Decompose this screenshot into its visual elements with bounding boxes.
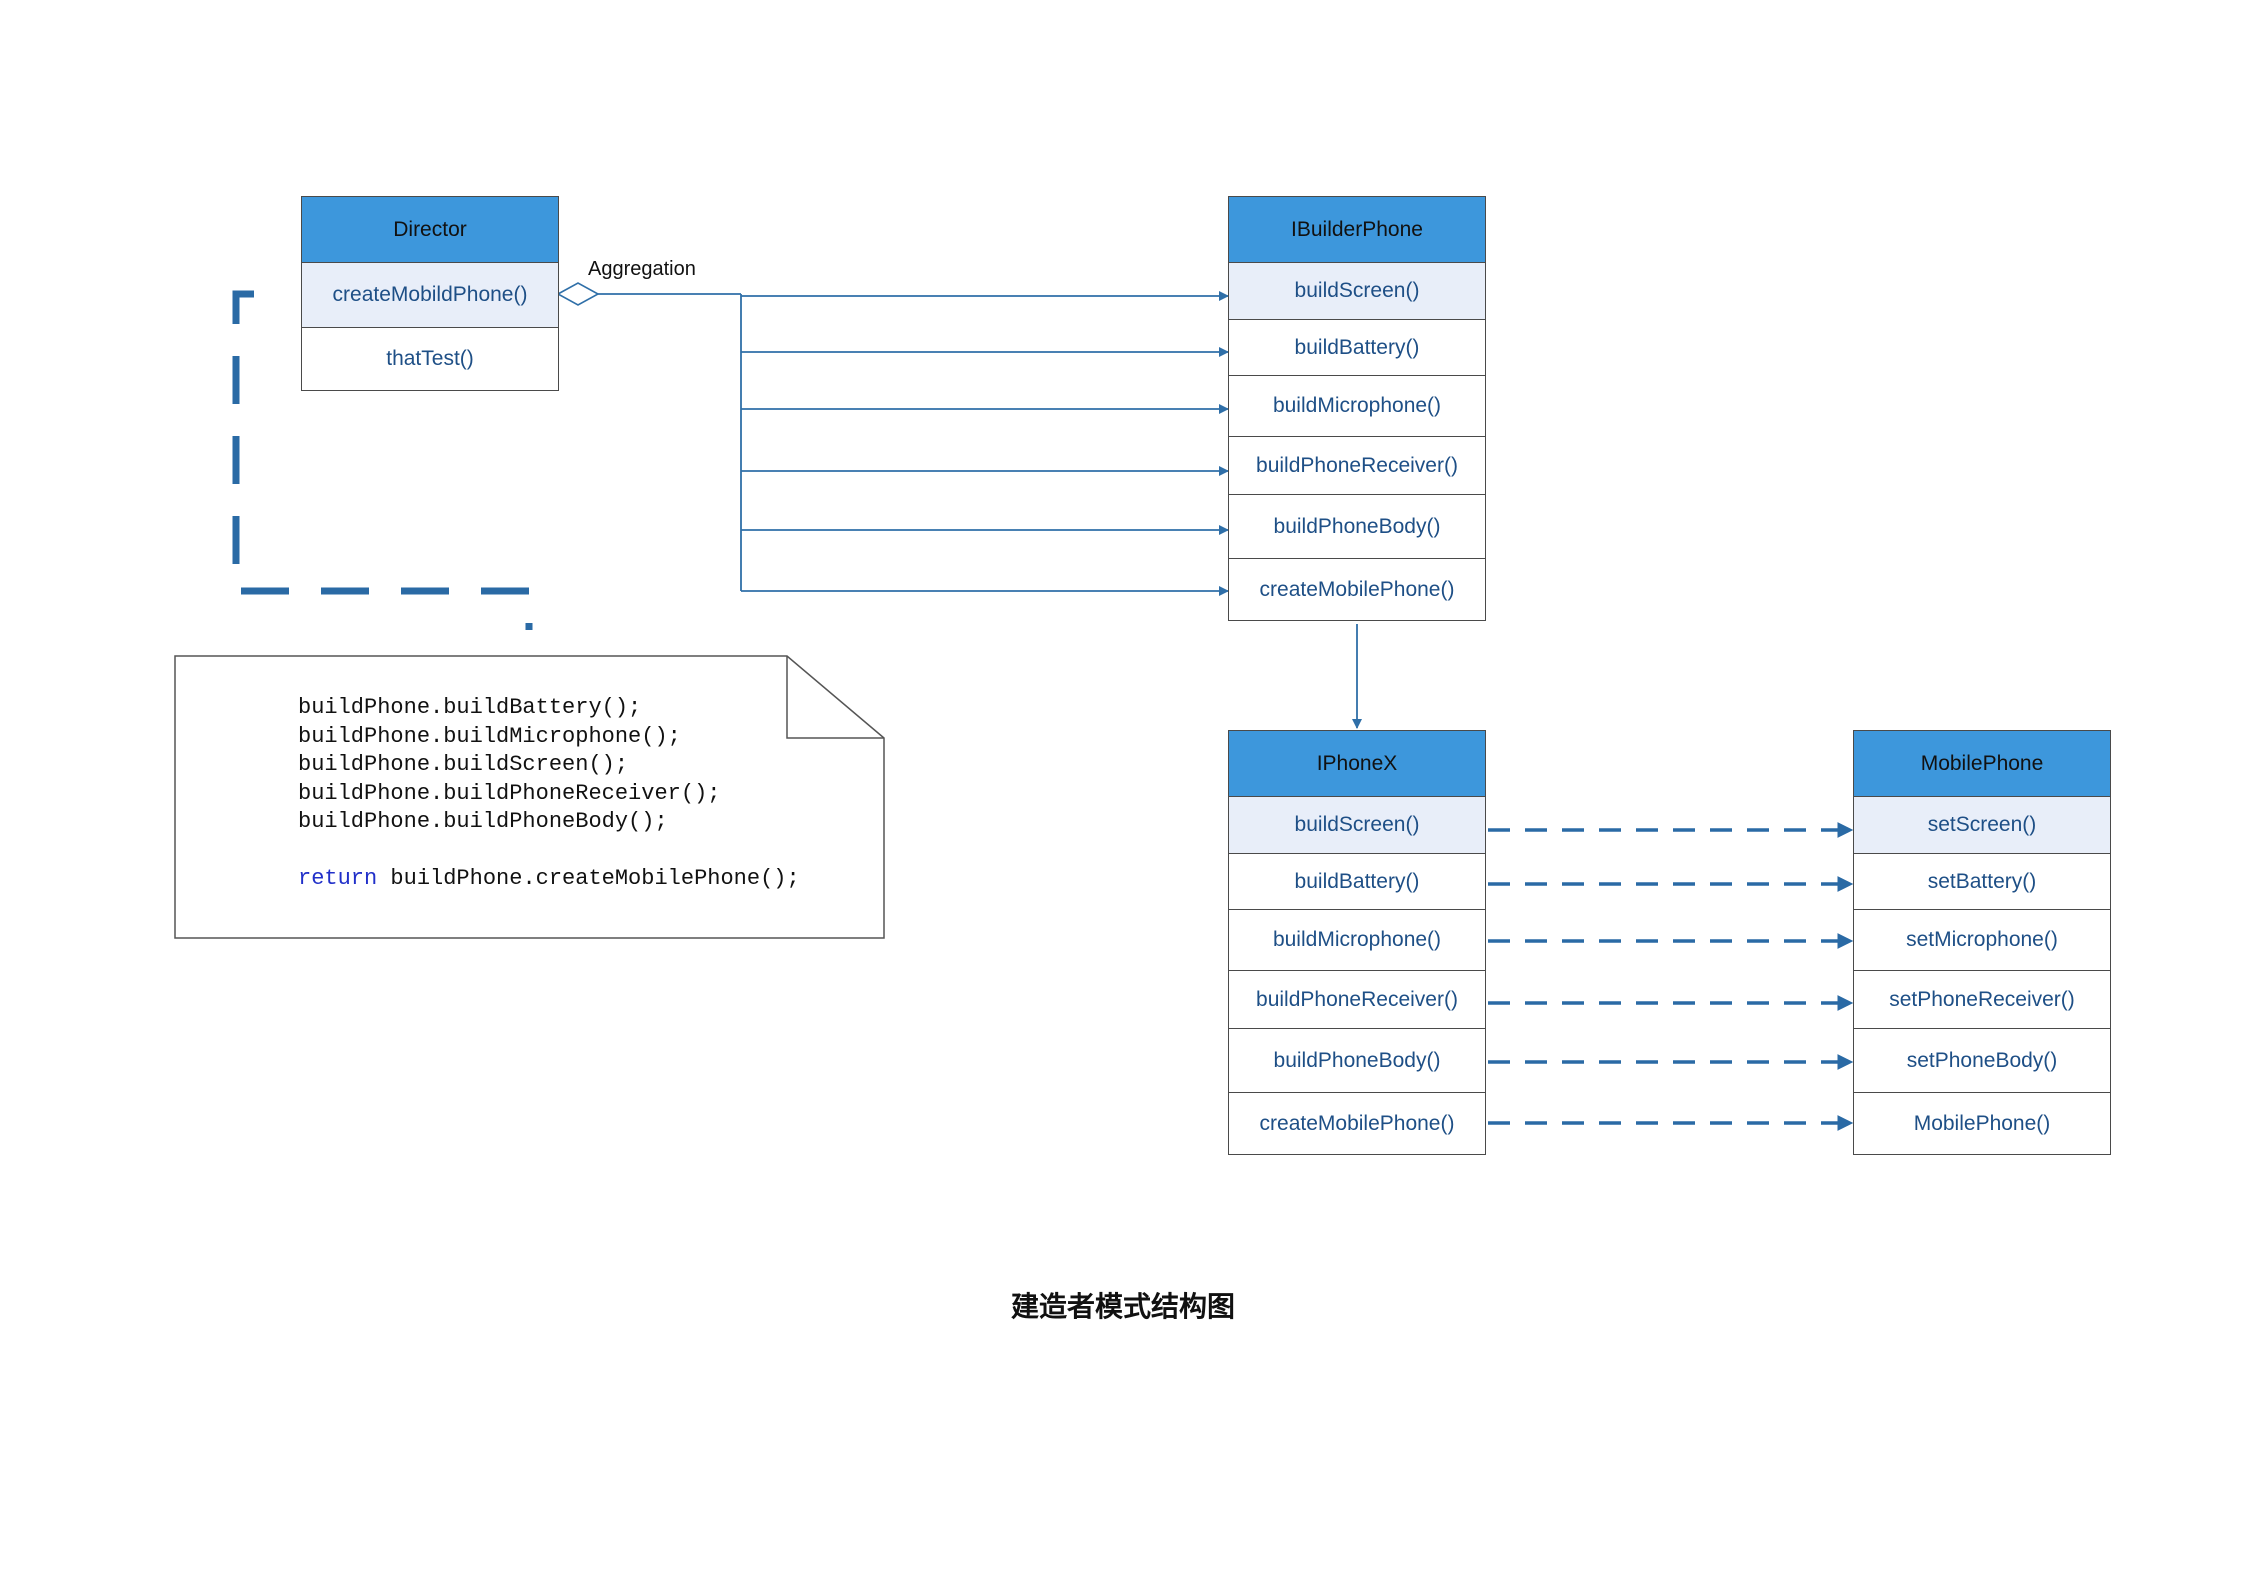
class-ibuilderphone-method: createMobilePhone() bbox=[1259, 577, 1455, 601]
note-code-line: buildPhone.buildPhoneBody(); bbox=[298, 809, 668, 834]
class-mobilephone-method: setPhoneReceiver() bbox=[1854, 971, 2110, 1029]
class-iphonex-method: buildPhoneReceiver() bbox=[1229, 971, 1485, 1029]
class-iphonex[interactable]: IPhoneX buildScreen() buildBattery() bui… bbox=[1228, 730, 1486, 1155]
class-ibuilderphone-name: IBuilderPhone bbox=[1229, 197, 1485, 263]
class-ibuilderphone-method: buildPhoneReceiver() bbox=[1229, 437, 1485, 495]
note-code-line: buildPhone.buildMicrophone(); bbox=[298, 723, 681, 749]
class-mobilephone-method: setScreen() bbox=[1854, 797, 2110, 854]
class-iphonex-method: createMobilePhone() bbox=[1259, 1111, 1455, 1135]
class-mobilephone[interactable]: MobilePhone setScreen() setBattery() set… bbox=[1853, 730, 2111, 1155]
class-director-method: createMobildPhone() bbox=[302, 263, 558, 328]
note-fold bbox=[786, 656, 884, 739]
note-code: buildPhone.buildBattery(); buildPhone.bu… bbox=[298, 694, 800, 894]
class-mobilephone-method: setPhoneBody() bbox=[1854, 1029, 2110, 1093]
class-ibuilderphone[interactable]: IBuilderPhone buildScreen() buildBattery… bbox=[1228, 196, 1486, 621]
class-ibuilderphone-method: buildMicrophone() bbox=[1229, 376, 1485, 437]
class-director-name: Director bbox=[302, 197, 558, 263]
class-iphonex-method: buildMicrophone() bbox=[1229, 910, 1485, 971]
diagram-caption: 建造者模式结构图 bbox=[1010, 1290, 1235, 1323]
note-code-line: buildPhone.buildScreen(); bbox=[298, 752, 629, 777]
class-mobilephone-method: MobilePhone() bbox=[1913, 1111, 2051, 1135]
class-iphonex-method: buildScreen() bbox=[1229, 797, 1485, 854]
class-mobilephone-method: setBattery() bbox=[1854, 854, 2110, 910]
note-return-keyword: return bbox=[298, 866, 378, 891]
note-code-line: buildPhone.buildBattery(); bbox=[298, 695, 642, 720]
class-ibuilderphone-method: buildScreen() bbox=[1229, 263, 1485, 320]
class-iphonex-method: buildPhoneBody() bbox=[1229, 1029, 1485, 1093]
class-director[interactable]: Director createMobildPhone() thatTest() bbox=[301, 196, 559, 391]
note-link-dashed bbox=[232, 290, 533, 630]
class-director-method: thatTest() bbox=[386, 347, 474, 370]
aggregation-label: Aggregation bbox=[588, 258, 696, 280]
note-shape bbox=[174, 655, 885, 939]
class-ibuilderphone-method: buildPhoneBody() bbox=[1229, 495, 1485, 559]
class-ibuilderphone-method: buildBattery() bbox=[1229, 320, 1485, 376]
aggregation-diamond bbox=[556, 282, 600, 306]
class-iphonex-name: IPhoneX bbox=[1229, 731, 1485, 797]
note-code-line: buildPhone.buildPhoneReceiver(); bbox=[298, 780, 721, 806]
class-iphonex-method: buildBattery() bbox=[1229, 854, 1485, 910]
class-mobilephone-name: MobilePhone bbox=[1854, 731, 2110, 797]
note-return-expr: buildPhone.createMobilePhone(); bbox=[390, 866, 800, 891]
class-mobilephone-method: setMicrophone() bbox=[1854, 910, 2110, 971]
